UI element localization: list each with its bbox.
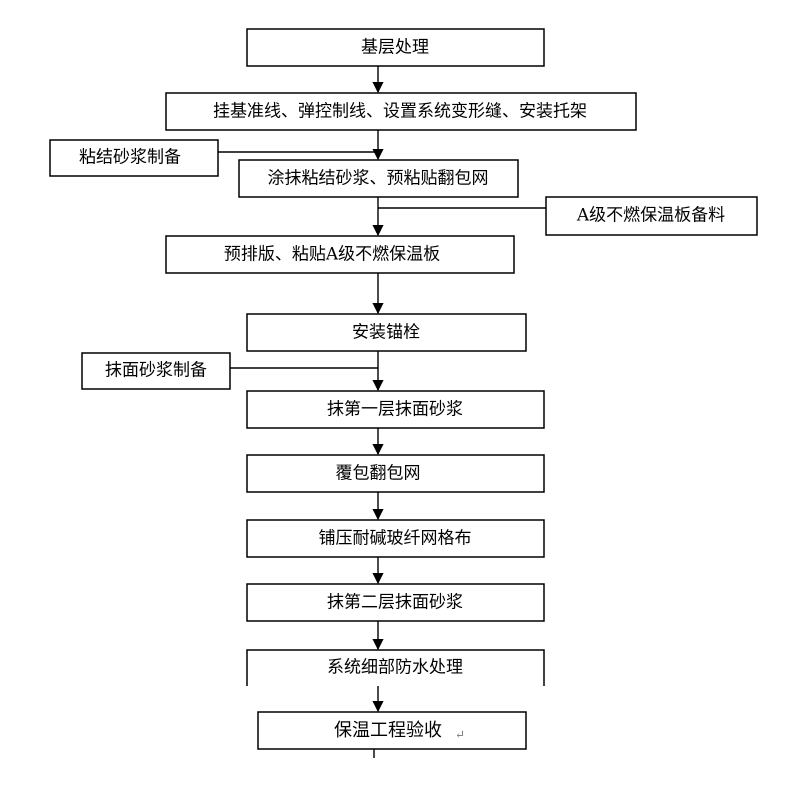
input-bonding-mortar-prep: 粘结砂浆制备: [49, 139, 219, 177]
step-install-lines-bracket: 挂基准线、弹控制线、设置系统变形缝、安装托架: [165, 92, 637, 131]
step-first-plaster-coat: 抹第一层抹面砂浆: [246, 390, 545, 429]
step-label: 系统细部防水处理: [327, 658, 463, 678]
step-install-anchors: 安装锚栓: [246, 313, 527, 352]
step-label: 抹第一层抹面砂浆: [327, 400, 463, 420]
input-label: A级不燃保温板备料: [576, 206, 725, 226]
step-label: 抹第二层抹面砂浆: [327, 593, 463, 613]
step-wrap-mesh: 覆包翻包网: [246, 454, 545, 493]
step-label: 挂基准线、弹控制线、设置系统变形缝、安装托架: [213, 102, 587, 122]
return-mark: ↵: [455, 728, 465, 742]
input-label: 抹面砂浆制备: [105, 361, 207, 381]
input-label: 粘结砂浆制备: [79, 148, 181, 168]
step-paste-insulation-board: 预排版、粘贴A级不燃保温板: [165, 235, 515, 274]
step-label: 保温工程验收: [334, 720, 442, 741]
step-label: 涂抹粘结砂浆、预粘贴翻包网: [268, 169, 489, 189]
step-acceptance: 保温工程验收 ↵: [257, 711, 527, 750]
flow-connectors: [372, 66, 384, 758]
step-label: 安装锚栓: [352, 323, 420, 343]
step-press-fiberglass-mesh: 铺压耐碱玻纤网格布: [246, 519, 545, 558]
step-label: 覆包翻包网: [336, 464, 421, 484]
input-board-material-prep: A级不燃保温板备料: [545, 196, 758, 236]
step-apply-bonding-mortar: 涂抹粘结砂浆、预粘贴翻包网: [238, 159, 519, 198]
step-waterproofing: 系统细部防水处理: [246, 649, 545, 686]
input-plaster-mortar-prep: 抹面砂浆制备: [81, 352, 231, 390]
step-label: 铺压耐碱玻纤网格布: [319, 529, 472, 549]
step-label: 基层处理: [361, 38, 429, 58]
step-second-plaster-coat: 抹第二层抹面砂浆: [246, 583, 545, 622]
step-label: 预排版、粘贴A级不燃保温板: [224, 245, 440, 265]
step-base-treatment: 基层处理: [246, 28, 545, 67]
side-connectors: [218, 151, 546, 369]
